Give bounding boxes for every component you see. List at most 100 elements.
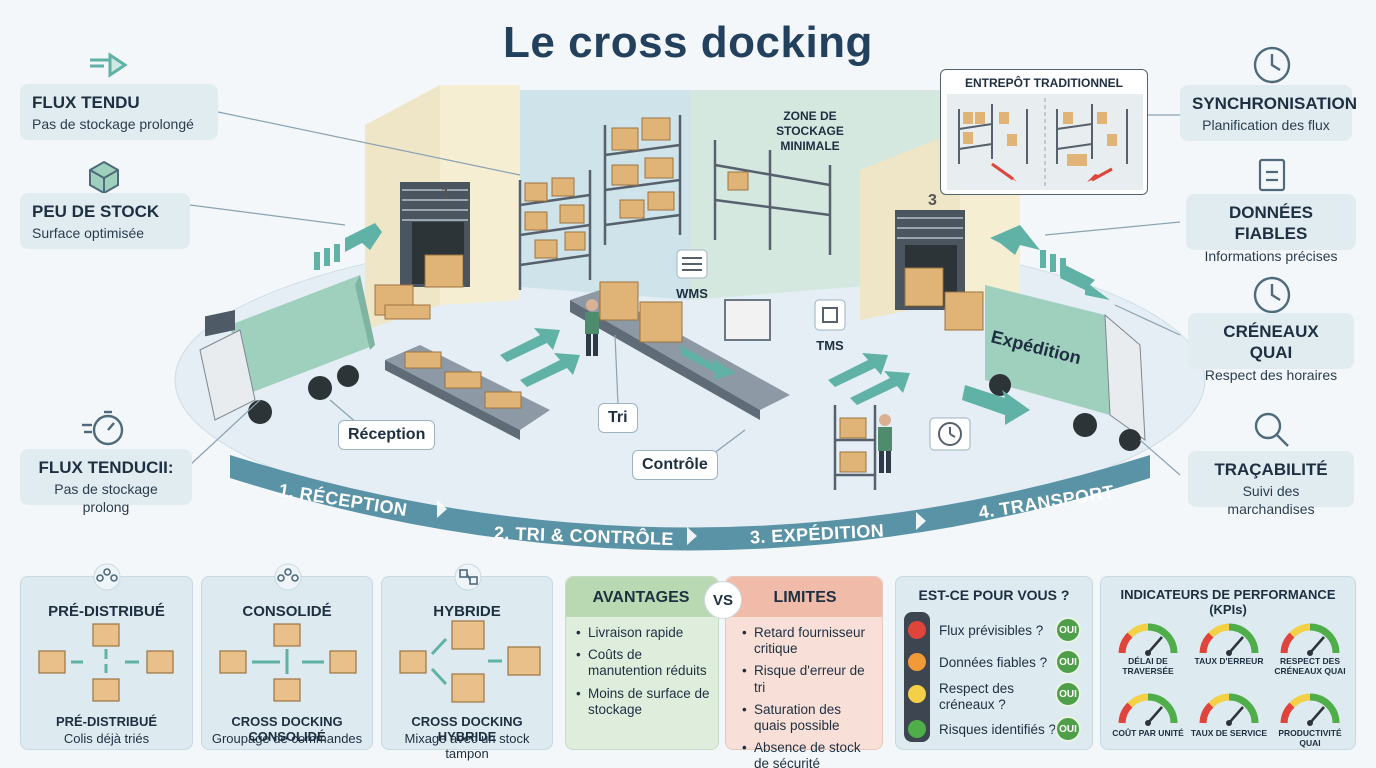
- traditional-warehouse-inset: ENTREPÔT TRADITIONNEL: [940, 69, 1148, 195]
- card-title: CRÉNEAUX QUAI: [1223, 322, 1319, 363]
- question-item: Flux prévisibles ?: [939, 623, 1044, 638]
- stopwatch-icon: [82, 410, 124, 446]
- tri-tag: Tri: [598, 403, 638, 433]
- dock-3-number: 3: [928, 192, 937, 209]
- advantages-header: [566, 577, 718, 617]
- panel-caption: PRÉ-DISTRIBUÉ: [55, 714, 158, 729]
- oui-badge: OUI: [1055, 617, 1081, 643]
- kpi-label: TAUX DE SERVICE: [1190, 728, 1268, 738]
- advantages-panel: AVANTAGES Livraison rapide Coûts de manu…: [565, 576, 719, 750]
- traffic-light-lamp: [908, 621, 926, 639]
- card-synchronisation: SYNCHRONISATION Planification des flux: [1180, 85, 1357, 141]
- limit-item: Retard fournisseur critique: [742, 625, 877, 657]
- question-item: Risques identifiés ?: [939, 722, 1057, 737]
- box-icon: [399, 620, 541, 703]
- limit-item: Absence de stock de sécurité: [742, 740, 877, 768]
- card-creneaux-quai: CRÉNEAUX QUAI Respect des horaires: [1188, 313, 1354, 383]
- process-band: [230, 455, 1150, 551]
- card-subtitle: Suivi des marchandises: [1227, 483, 1315, 517]
- wms-label: WMS: [676, 286, 708, 301]
- card-subtitle: Informations précises: [1204, 247, 1338, 264]
- card-tracabilite: TRAÇABILITÉ Suivi des marchandises: [1188, 451, 1354, 517]
- kpi-label: COÛT PAR UNITÉ: [1112, 728, 1184, 738]
- card-subtitle: Pas de stockage prolong: [54, 481, 158, 515]
- checklist-title: EST-CE POUR VOUS ?: [918, 587, 1070, 603]
- page-title: Le cross docking: [503, 18, 873, 67]
- card-title: DONNÉES FIABLES: [1228, 203, 1314, 244]
- advantages-title: AVANTAGES: [592, 589, 690, 606]
- checklist-panel: EST-CE POUR VOUS ? Flux prévisibles ? Do…: [895, 576, 1093, 750]
- clock-icon: [1253, 276, 1291, 314]
- worker: [585, 299, 892, 473]
- card-subtitle: Planification des flux: [1202, 117, 1330, 134]
- tms-label: TMS: [816, 338, 844, 353]
- card-subtitle: Pas de stockage prolongé: [32, 116, 194, 133]
- panel-caption: CROSS DOCKING HYBRIDE: [411, 714, 523, 744]
- oui-badge: OUI: [1055, 681, 1081, 707]
- kpi-label: TAUX D'ERREUR: [1194, 656, 1264, 666]
- truck-reception: [199, 275, 375, 424]
- advantages-list: Livraison rapide Coûts de manutention ré…: [576, 625, 711, 724]
- box-icon: [219, 623, 357, 702]
- card-subtitle: Surface optimisée: [32, 225, 145, 242]
- limits-panel: LIMITES Retard fournisseur critique Risq…: [725, 576, 883, 768]
- magnifier-icon: [1254, 412, 1289, 447]
- inset-title: ENTREPÔT TRADITIONNEL: [965, 76, 1123, 90]
- card-subtitle: Respect des horaires: [1204, 366, 1338, 383]
- pre-distribue-diagram: [38, 563, 174, 702]
- card-peu-de-stock: PEU DE STOCK Surface optimisée: [20, 193, 190, 249]
- panel-title: PRÉ-DISTRIBUÉ: [48, 603, 165, 620]
- kpi-label: PRODUCTIVITÉ QUAI: [1278, 728, 1342, 748]
- reception-tag: Réception: [338, 420, 436, 450]
- gauge-icon: [1280, 623, 1340, 656]
- kpi-label: RESPECT DES CRÉNEAUX QUAI: [1274, 656, 1346, 676]
- controle-tag: Contrôle: [632, 450, 718, 480]
- dock-1-number: 1: [441, 185, 450, 202]
- limit-item: Risque d'erreur de tri: [742, 663, 877, 695]
- advantage-item: Livraison rapide: [576, 625, 711, 641]
- box-icon: [89, 160, 119, 195]
- kpi-label: DÉLAI DE TRAVERSÉE: [1122, 656, 1174, 676]
- people-icon: [277, 568, 299, 582]
- hybride-diagram: [399, 563, 541, 703]
- truck-expedition: [985, 285, 1146, 451]
- traffic-light-lamp: [908, 685, 926, 703]
- limit-item: Saturation des quais possible: [742, 702, 877, 734]
- gauge-icon: [1199, 693, 1259, 726]
- gauge-icon: [1199, 623, 1259, 656]
- vs-badge: VS: [704, 581, 742, 619]
- oui-badge: OUI: [1055, 716, 1081, 742]
- clock-sync-icon: [1253, 46, 1291, 84]
- limits-title: LIMITES: [773, 589, 837, 606]
- question-item: Respect des créneaux ?: [939, 681, 1015, 712]
- network-icon: [459, 569, 478, 585]
- card-flux-tendu: FLUX TENDU Pas de stockage prolongé: [20, 84, 218, 140]
- panel-title: HYBRIDE: [433, 603, 501, 620]
- card-title: PEU DE STOCK: [32, 202, 160, 221]
- panel-subcaption: Mixage avec un stock tampon: [404, 731, 530, 761]
- panel-subcaption: Colis déjà triés: [63, 731, 150, 746]
- oui-badge: OUI: [1055, 649, 1081, 675]
- panel-title: CONSOLIDÉ: [242, 603, 332, 620]
- gauge-icon: [1280, 693, 1340, 726]
- clipboard-icon: [1258, 158, 1286, 192]
- panel-caption: CROSS DOCKING CONSOLIDÉ: [231, 714, 343, 744]
- panel-hybride: HYBRIDE CROSS DOCKING HYBRIDE Mixage ave…: [381, 563, 553, 761]
- kpi-panel: INDICATEURS DE PERFORMANCE (KPIs) DÉLAI …: [1100, 576, 1356, 750]
- shelf-rack: [518, 115, 832, 290]
- advantage-item: Moins de surface de stockage: [576, 686, 711, 718]
- gauge-icon: [1118, 623, 1178, 656]
- advantage-item: Coûts de manutention réduits: [576, 647, 711, 679]
- flow-arrow: [345, 223, 1110, 425]
- card-title: FLUX TENDU: [32, 93, 140, 112]
- card-title: TRAÇABILITÉ: [1214, 460, 1328, 479]
- traffic-light-lamp: [908, 653, 926, 671]
- panel-subcaption: Groupage de commandes: [211, 731, 363, 746]
- gauge-icon: [1118, 693, 1178, 726]
- consolide-diagram: [219, 563, 357, 702]
- limits-list: Retard fournisseur critique Risque d'err…: [742, 625, 877, 768]
- panel-consolide: CONSOLIDÉ CROSS DOCKING CONSOLIDÉ Groupa…: [201, 563, 373, 750]
- limits-header: [726, 577, 882, 617]
